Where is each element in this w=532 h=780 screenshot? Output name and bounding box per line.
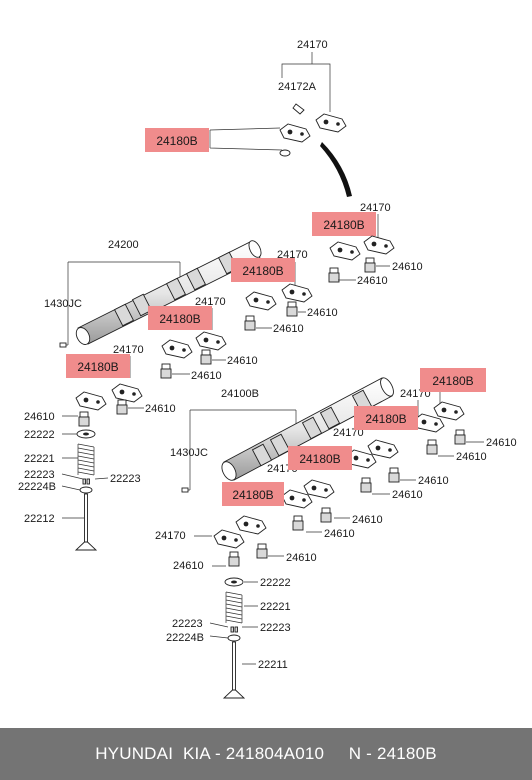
label-24180B-b: 24180B xyxy=(323,218,364,232)
label-22223-b1: 22223 xyxy=(172,618,203,630)
label-24610-b2: 24610 xyxy=(357,275,388,287)
label-24610-d2: 24610 xyxy=(191,370,222,382)
label-24610-h1: 24610 xyxy=(352,514,383,526)
label-24170-b: 24170 xyxy=(360,202,391,214)
rocker-arm-top-left xyxy=(279,123,311,143)
label-24610-g1: 24610 xyxy=(418,475,449,487)
label-24610-g2: 24610 xyxy=(392,489,423,501)
label-24610-i2: 24610 xyxy=(173,560,204,572)
label-24610-h2: 24610 xyxy=(324,528,355,540)
rocker-arm-top-right xyxy=(315,113,347,133)
label-24180B-g: 24180B xyxy=(365,412,406,426)
label-24180B-f: 24180B xyxy=(432,374,473,388)
label-24172A: 24172A xyxy=(278,81,317,93)
label-24610-f2: 24610 xyxy=(456,451,487,463)
label-24170-d: 24170 xyxy=(195,296,226,308)
label-24170-top: 24170 xyxy=(297,39,328,51)
label-24610-d1: 24610 xyxy=(227,355,258,367)
label-22223-b2: 22223 xyxy=(260,622,291,634)
camshaft-exhaust xyxy=(221,377,394,481)
label-22224B-a: 22224B xyxy=(18,481,56,493)
label-22222-b: 22222 xyxy=(260,577,291,589)
label-22212: 22212 xyxy=(24,513,55,525)
camshaft-intake xyxy=(75,240,262,345)
label-24610-c1: 24610 xyxy=(307,307,338,319)
label-22221-b: 22221 xyxy=(260,601,291,613)
label-24610-e2: 24610 xyxy=(24,411,55,423)
label-24170-i: 24170 xyxy=(155,530,186,542)
label-22224B-b: 22224B xyxy=(166,632,204,644)
label-24180B-e: 24180B xyxy=(77,360,118,374)
label-24180B-c: 24180B xyxy=(242,264,283,278)
label-24610-i1: 24610 xyxy=(286,552,317,564)
label-24180B-i: 24180B xyxy=(232,488,273,502)
label-22221-a: 22221 xyxy=(24,453,55,465)
part-number-footer: HYUNDAI KIA - 241804A010 N - 24180B xyxy=(0,728,532,780)
label-22222-a: 22222 xyxy=(24,429,55,441)
label-1430JC-b: 1430JC xyxy=(170,447,208,459)
label-22223-a2: 22223 xyxy=(110,473,141,485)
label-24610-e1: 24610 xyxy=(145,403,176,415)
label-24180B-d: 24180B xyxy=(159,312,200,326)
label-24100B: 24100B xyxy=(221,388,259,400)
label-24180B-h: 24180B xyxy=(299,452,340,466)
label-24610-b1: 24610 xyxy=(392,261,423,273)
label-24610-c2: 24610 xyxy=(273,323,304,335)
label-22223-a1: 22223 xyxy=(24,469,55,481)
label-24200: 24200 xyxy=(108,239,139,251)
parts-diagram: 24170 24172A 24180B 24170 24180B 24610 2… xyxy=(18,39,517,699)
label-24170-e: 24170 xyxy=(113,344,144,356)
label-24180B-top: 24180B xyxy=(156,134,197,148)
label-22211: 22211 xyxy=(258,659,288,671)
label-1430JC-a: 1430JC xyxy=(44,298,82,310)
label-24610-f1: 24610 xyxy=(486,437,517,449)
